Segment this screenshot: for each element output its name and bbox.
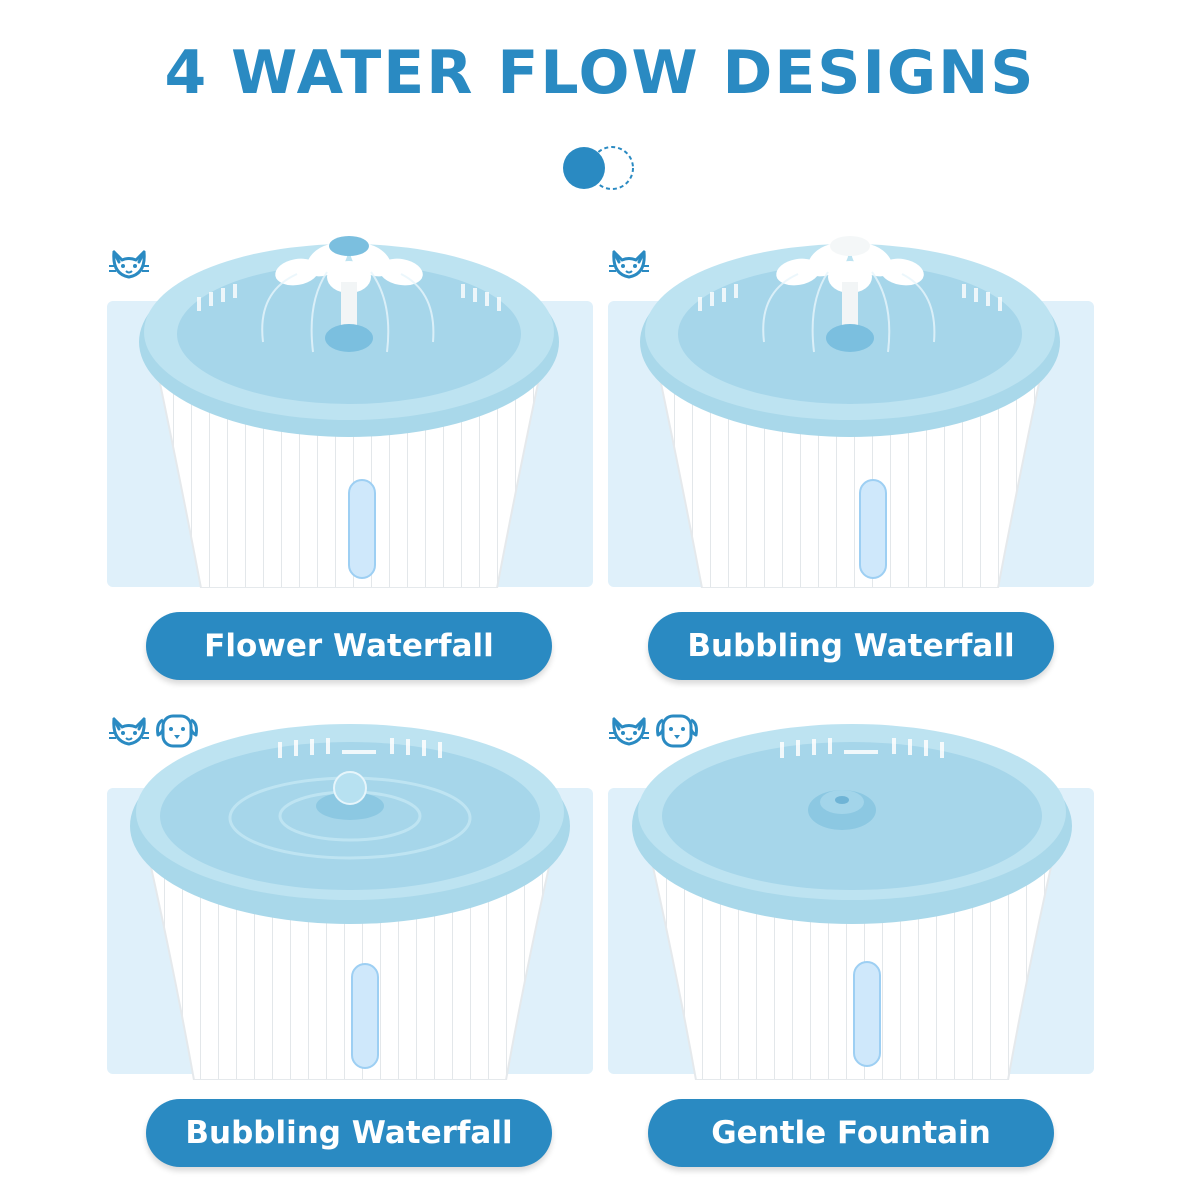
design-label: Bubbling Waterfall	[185, 1115, 513, 1151]
design-label-pill: Bubbling Waterfall	[648, 612, 1054, 680]
design-label: Flower Waterfall	[204, 628, 494, 664]
design-label-pill: Bubbling Waterfall	[146, 1099, 552, 1167]
pet-icons	[108, 244, 150, 284]
pet-icons	[108, 711, 199, 751]
fountain-image	[640, 236, 1060, 588]
design-label-pill: Flower Waterfall	[146, 612, 552, 680]
fountain-image	[130, 724, 570, 1080]
pet-icons	[608, 244, 650, 284]
pet-icons	[608, 711, 699, 751]
cat-icon	[609, 250, 649, 279]
design-label: Gentle Fountain	[711, 1115, 991, 1151]
dog-icon	[656, 714, 699, 748]
dog-icon	[156, 714, 199, 748]
indicator-dots-icon	[563, 146, 634, 190]
fountain-image	[632, 724, 1072, 1080]
cat-icon	[109, 250, 149, 279]
fountain-image	[139, 236, 559, 588]
design-label: Bubbling Waterfall	[687, 628, 1015, 664]
cat-icon	[109, 717, 149, 746]
cat-icon	[609, 717, 649, 746]
page-title: 4 WATER FLOW DESIGNS	[164, 38, 1036, 108]
design-label-pill: Gentle Fountain	[648, 1099, 1054, 1167]
